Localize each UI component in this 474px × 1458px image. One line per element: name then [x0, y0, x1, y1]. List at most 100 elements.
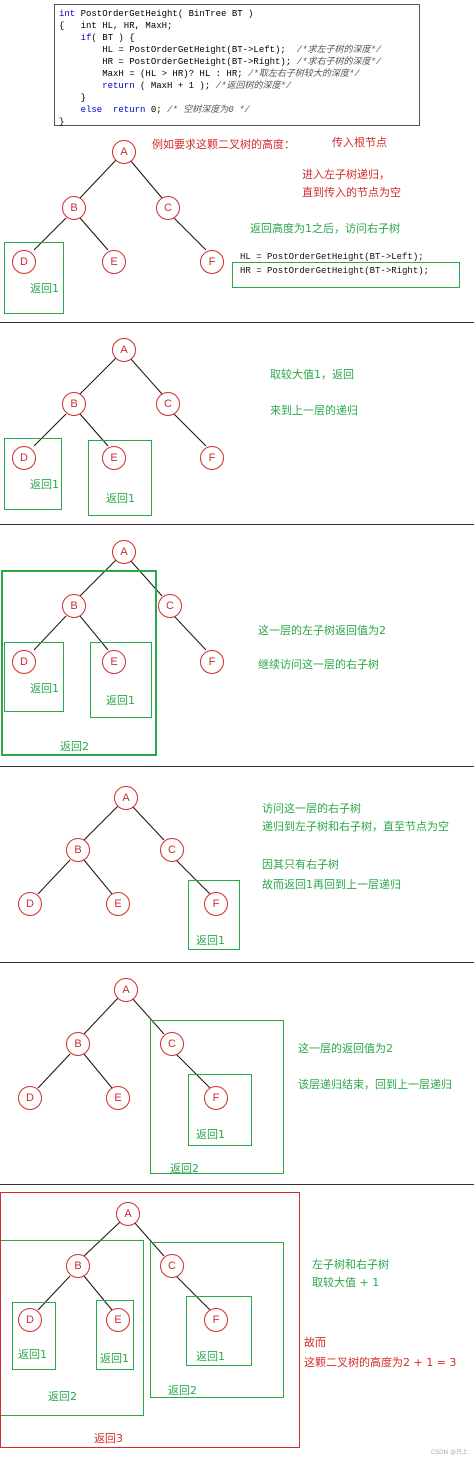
annotation: 返回高度为1之后，访问右子树 — [250, 222, 400, 235]
node-e: E — [106, 1308, 130, 1332]
node-a: A — [112, 140, 136, 164]
return-box-e — [88, 440, 152, 516]
annotation: 故而 — [304, 1336, 326, 1349]
annotation: 取较大值1，返回 — [270, 368, 354, 381]
annotation: 访问这一层的右子树 — [262, 802, 361, 815]
annotation: 该层递归结束，回到上一层递归 — [298, 1078, 452, 1091]
node-a: A — [114, 978, 138, 1002]
node-c: C — [160, 1254, 184, 1278]
node-a: A — [112, 338, 136, 362]
return-box-a — [0, 1192, 300, 1448]
node-d: D — [18, 1308, 42, 1332]
node-b: B — [62, 392, 86, 416]
node-a: A — [112, 540, 136, 564]
node-d: D — [12, 250, 36, 274]
code-line: if( BT ) { — [59, 33, 135, 43]
return-label: 返回2 — [170, 1162, 199, 1175]
return-box-f — [186, 1296, 252, 1366]
divider — [0, 1184, 474, 1185]
node-e: E — [102, 650, 126, 674]
return-label: 返回1 — [106, 492, 135, 505]
annotation: 递归到左子树和右子树，直至节点为空 — [262, 820, 449, 833]
node-e: E — [102, 446, 126, 470]
node-d: D — [12, 650, 36, 674]
annotation: 继续访问这一层的右子树 — [258, 658, 379, 671]
return-label: 返回1 — [30, 478, 59, 491]
return-label: 返回1 — [30, 282, 59, 295]
return-box-e — [90, 642, 152, 718]
annotation: 这一层的左子树返回值为2 — [258, 624, 386, 637]
node-b: B — [66, 838, 90, 862]
divider — [0, 322, 474, 323]
node-f: F — [204, 1308, 228, 1332]
node-f: F — [200, 446, 224, 470]
node-b: B — [62, 594, 86, 618]
return-box-c — [150, 1242, 284, 1398]
node-d: D — [18, 892, 42, 916]
return-label: 返回1 — [196, 934, 225, 947]
node-a: A — [116, 1202, 140, 1226]
node-c: C — [160, 1032, 184, 1056]
return-box-b — [1, 570, 157, 756]
annotation: 这一层的返回值为2 — [298, 1042, 393, 1055]
return-label: 返回1 — [100, 1352, 129, 1365]
return-label: 返回1 — [196, 1128, 225, 1141]
annotation: 因其只有右子树 — [262, 858, 339, 871]
node-c: C — [158, 594, 182, 618]
return-box-f — [188, 880, 240, 950]
node-c: C — [156, 392, 180, 416]
node-c: C — [156, 196, 180, 220]
annotation: 左子树和右子树 — [312, 1258, 389, 1271]
annotation: 故而返回1再回到上一层递归 — [262, 878, 401, 891]
code-line: return ( MaxH + 1 ); /*返回树的深度*/ — [59, 81, 292, 91]
annotation: 取较大值 + 1 — [312, 1276, 380, 1289]
code-line: HR = PostOrderGetHeight(BT->Right); /*求右… — [59, 57, 382, 67]
divider — [0, 962, 474, 963]
return-label: 返回2 — [48, 1390, 77, 1403]
node-c: C — [160, 838, 184, 862]
return-label: 返回1 — [196, 1350, 225, 1363]
divider — [0, 766, 474, 767]
code-line: } — [59, 93, 87, 103]
return-label: 返回1 — [30, 682, 59, 695]
code-hl: HL = PostOrderGetHeight(BT->Left); — [240, 252, 424, 262]
annotation: 传入根节点 — [332, 136, 387, 149]
return-box-c — [150, 1020, 284, 1174]
node-b: B — [62, 196, 86, 220]
annotation: 这颗二叉树的高度为2 + 1 = 3 — [304, 1356, 457, 1369]
divider — [0, 524, 474, 525]
code-hr: HR = PostOrderGetHeight(BT->Right); — [240, 266, 430, 276]
return-box-f — [188, 1074, 252, 1146]
return-box-d — [4, 242, 64, 314]
node-b: B — [66, 1032, 90, 1056]
node-e: E — [102, 250, 126, 274]
return-label: 返回3 — [94, 1432, 123, 1445]
node-e: E — [106, 892, 130, 916]
node-e: E — [106, 1086, 130, 1110]
return-box-d — [4, 438, 62, 510]
node-b: B — [66, 1254, 90, 1278]
return-label: 返回1 — [106, 694, 135, 707]
annotation: 直到传入的节点为空 — [302, 186, 401, 199]
annotation: 例如要求这颗二叉树的高度： — [152, 138, 295, 151]
code-block: int PostOrderGetHeight( BinTree BT ) { i… — [54, 4, 420, 127]
node-f: F — [200, 650, 224, 674]
annotation: 来到上一层的递归 — [270, 404, 358, 417]
code-line: HL = PostOrderGetHeight(BT->Left); /*求左子… — [59, 45, 382, 55]
return-box-d — [12, 1302, 56, 1370]
return-label: 返回1 — [18, 1348, 47, 1361]
return-box-e — [96, 1300, 134, 1370]
code-line: MaxH = (HL > HR)? HL : HR; /*取左右子树较大的深度*… — [59, 69, 360, 79]
node-a: A — [114, 786, 138, 810]
return-label: 返回2 — [60, 740, 89, 753]
node-d: D — [12, 446, 36, 470]
code-line: } — [59, 117, 65, 127]
code-line: int PostOrderGetHeight( BinTree BT ) — [59, 9, 254, 19]
node-f: F — [204, 892, 228, 916]
node-f: F — [200, 250, 224, 274]
code-line: { int HL, HR, MaxH; — [59, 21, 173, 31]
node-f: F — [204, 1086, 228, 1110]
node-d: D — [18, 1086, 42, 1110]
watermark: CSDN @只上 — [430, 1449, 468, 1456]
code-hr-box — [232, 262, 460, 288]
